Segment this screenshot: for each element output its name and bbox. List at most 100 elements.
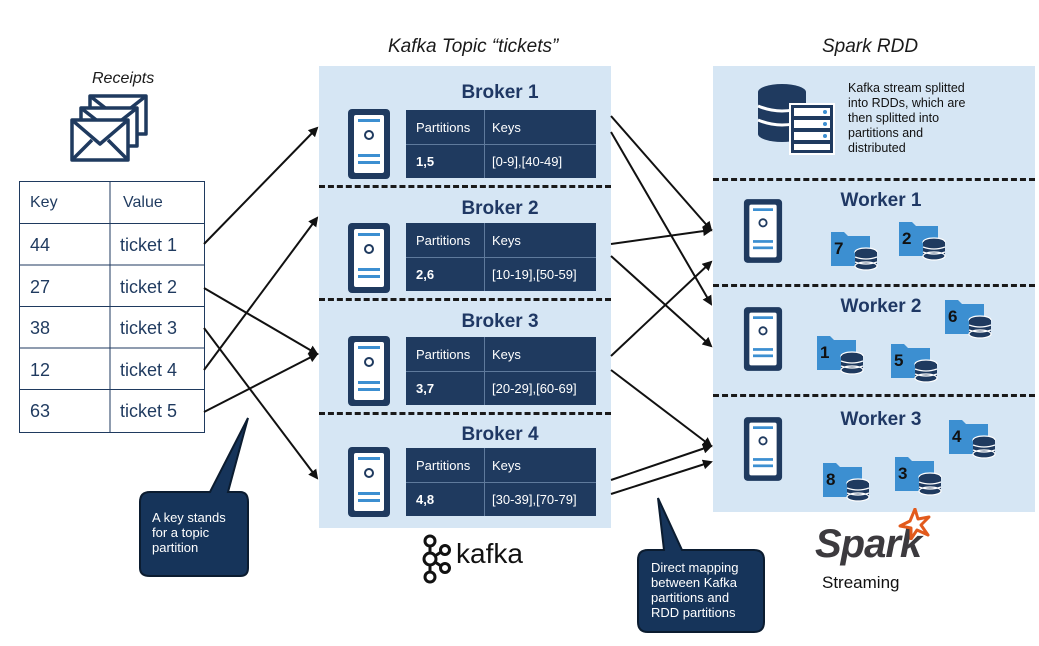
arrow <box>203 327 319 480</box>
broker-partitions-value: 4,8 <box>416 492 435 507</box>
arrow <box>610 226 713 245</box>
spark-star-icon <box>898 508 931 540</box>
kafka-title: Kafka Topic “tickets” <box>388 36 559 57</box>
spark-description-line: Kafka stream splitted <box>848 81 965 95</box>
server-icon <box>348 447 390 517</box>
broker-partitions-value: 3,7 <box>416 381 435 396</box>
partition-number: 3 <box>898 464 908 483</box>
partition-number: 1 <box>820 343 830 362</box>
partition-number: 2 <box>902 229 912 248</box>
keys-header: Keys <box>492 347 521 362</box>
database-rdd-icon <box>757 84 835 155</box>
server-icon <box>743 417 783 481</box>
arrow <box>203 287 319 356</box>
receipt-key: 38 <box>30 318 51 338</box>
arrow <box>610 459 713 495</box>
server-icon <box>743 307 783 371</box>
callout-key-partition: A key stands for a topic partition <box>152 510 226 555</box>
partitions-header: Partitions <box>416 233 471 248</box>
callout-bubble-left <box>139 417 249 577</box>
receipts-table: Key Value 44 ticket 1 27 ticket 2 38 tic… <box>19 181 205 433</box>
rdd-partition: 3 <box>894 453 944 497</box>
arrow <box>610 260 713 357</box>
worker-divider <box>713 394 1035 397</box>
callout-line: Direct mapping <box>651 560 739 575</box>
receipt-value: ticket 4 <box>120 360 178 380</box>
arrow <box>610 369 713 448</box>
server-icon <box>348 223 390 293</box>
partitions-header: Partitions <box>416 347 471 362</box>
receipts-table-grid <box>20 182 204 432</box>
broker-title: Broker 3 <box>461 311 539 332</box>
folder-database-icon <box>899 222 946 261</box>
spark-description-line: into RDDs, which are <box>848 96 966 110</box>
spark-title: Spark RDD <box>822 36 919 57</box>
callout-direct-mapping: Direct mapping between Kafka partitions … <box>651 560 738 620</box>
folder-database-icon <box>831 232 878 271</box>
rdd-partition: 6 <box>944 296 994 340</box>
broker-partitions-table: Partitions Keys 1,5 [0-9],[40-49] <box>406 110 596 178</box>
folder-database-icon <box>945 300 992 339</box>
partition-number: 8 <box>826 470 836 489</box>
spark-logo-subtext: Streaming <box>822 573 900 592</box>
partition-number: 4 <box>952 427 962 446</box>
callout-line: for a topic <box>152 525 210 540</box>
receipt-key: 44 <box>30 235 51 255</box>
rdd-partition: 5 <box>890 340 940 384</box>
callout-bubble-right <box>637 497 765 633</box>
partition-number: 6 <box>948 307 958 326</box>
arrow <box>610 443 713 481</box>
callout-line: between Kafka <box>651 575 738 590</box>
callout-line: RDD partitions <box>651 605 736 620</box>
receipts-title: Receipts <box>92 70 155 87</box>
arrow <box>203 353 319 413</box>
arrow <box>203 126 319 245</box>
folder-database-icon <box>891 344 938 383</box>
envelopes-icon <box>70 94 148 162</box>
rdd-partition: 1 <box>816 332 866 376</box>
worker-divider <box>713 284 1035 287</box>
broker-keys-value: [10-19],[50-59] <box>492 267 577 282</box>
broker-partitions-table: Partitions Keys 2,6 [10-19],[50-59] <box>406 223 596 291</box>
spark-description: Kafka stream splitted into RDDs, which a… <box>848 81 965 156</box>
keys-header: Keys <box>492 120 521 135</box>
receipt-key: 12 <box>30 360 51 380</box>
spark-description-line: then splitted into <box>848 111 940 125</box>
folder-database-icon <box>949 420 996 459</box>
server-icon <box>743 199 783 263</box>
broker-divider <box>319 412 611 415</box>
partitions-header: Partitions <box>416 458 471 473</box>
broker-title: Broker 2 <box>461 198 539 219</box>
receipt-value: ticket 5 <box>120 401 178 421</box>
rdd-partition: 4 <box>948 416 998 460</box>
broker-divider <box>319 185 611 188</box>
partition-number: 7 <box>834 239 844 258</box>
broker-partitions-table: Partitions Keys 3,7 [20-29],[60-69] <box>406 337 596 405</box>
folder-database-icon <box>895 457 942 496</box>
arrow <box>203 216 319 371</box>
receipts-header-key: Key <box>30 194 58 211</box>
receipt-key: 27 <box>30 277 51 297</box>
folder-database-icon <box>817 336 864 375</box>
folder-database-icon <box>823 463 870 502</box>
receipt-key: 63 <box>30 401 51 421</box>
receipt-value: ticket 2 <box>120 277 178 297</box>
receipt-value: ticket 1 <box>120 235 178 255</box>
spark-description-line: distributed <box>848 141 906 155</box>
broker-keys-value: [20-29],[60-69] <box>492 381 577 396</box>
worker-title: Worker 1 <box>840 190 922 211</box>
receipts-header-value: Value <box>123 194 163 211</box>
kafka-logo-icon <box>422 534 451 584</box>
arrow <box>610 255 713 348</box>
broker-partitions-value: 1,5 <box>416 154 435 169</box>
receipt-value: ticket 3 <box>120 318 178 338</box>
broker-partitions-value: 2,6 <box>416 267 435 282</box>
rdd-partition: 2 <box>898 218 948 262</box>
partition-number: 5 <box>894 351 904 370</box>
arrow <box>610 131 713 306</box>
callout-line: A key stands <box>152 510 226 525</box>
callout-line: partition <box>152 540 199 555</box>
worker-title: Worker 3 <box>840 409 922 430</box>
